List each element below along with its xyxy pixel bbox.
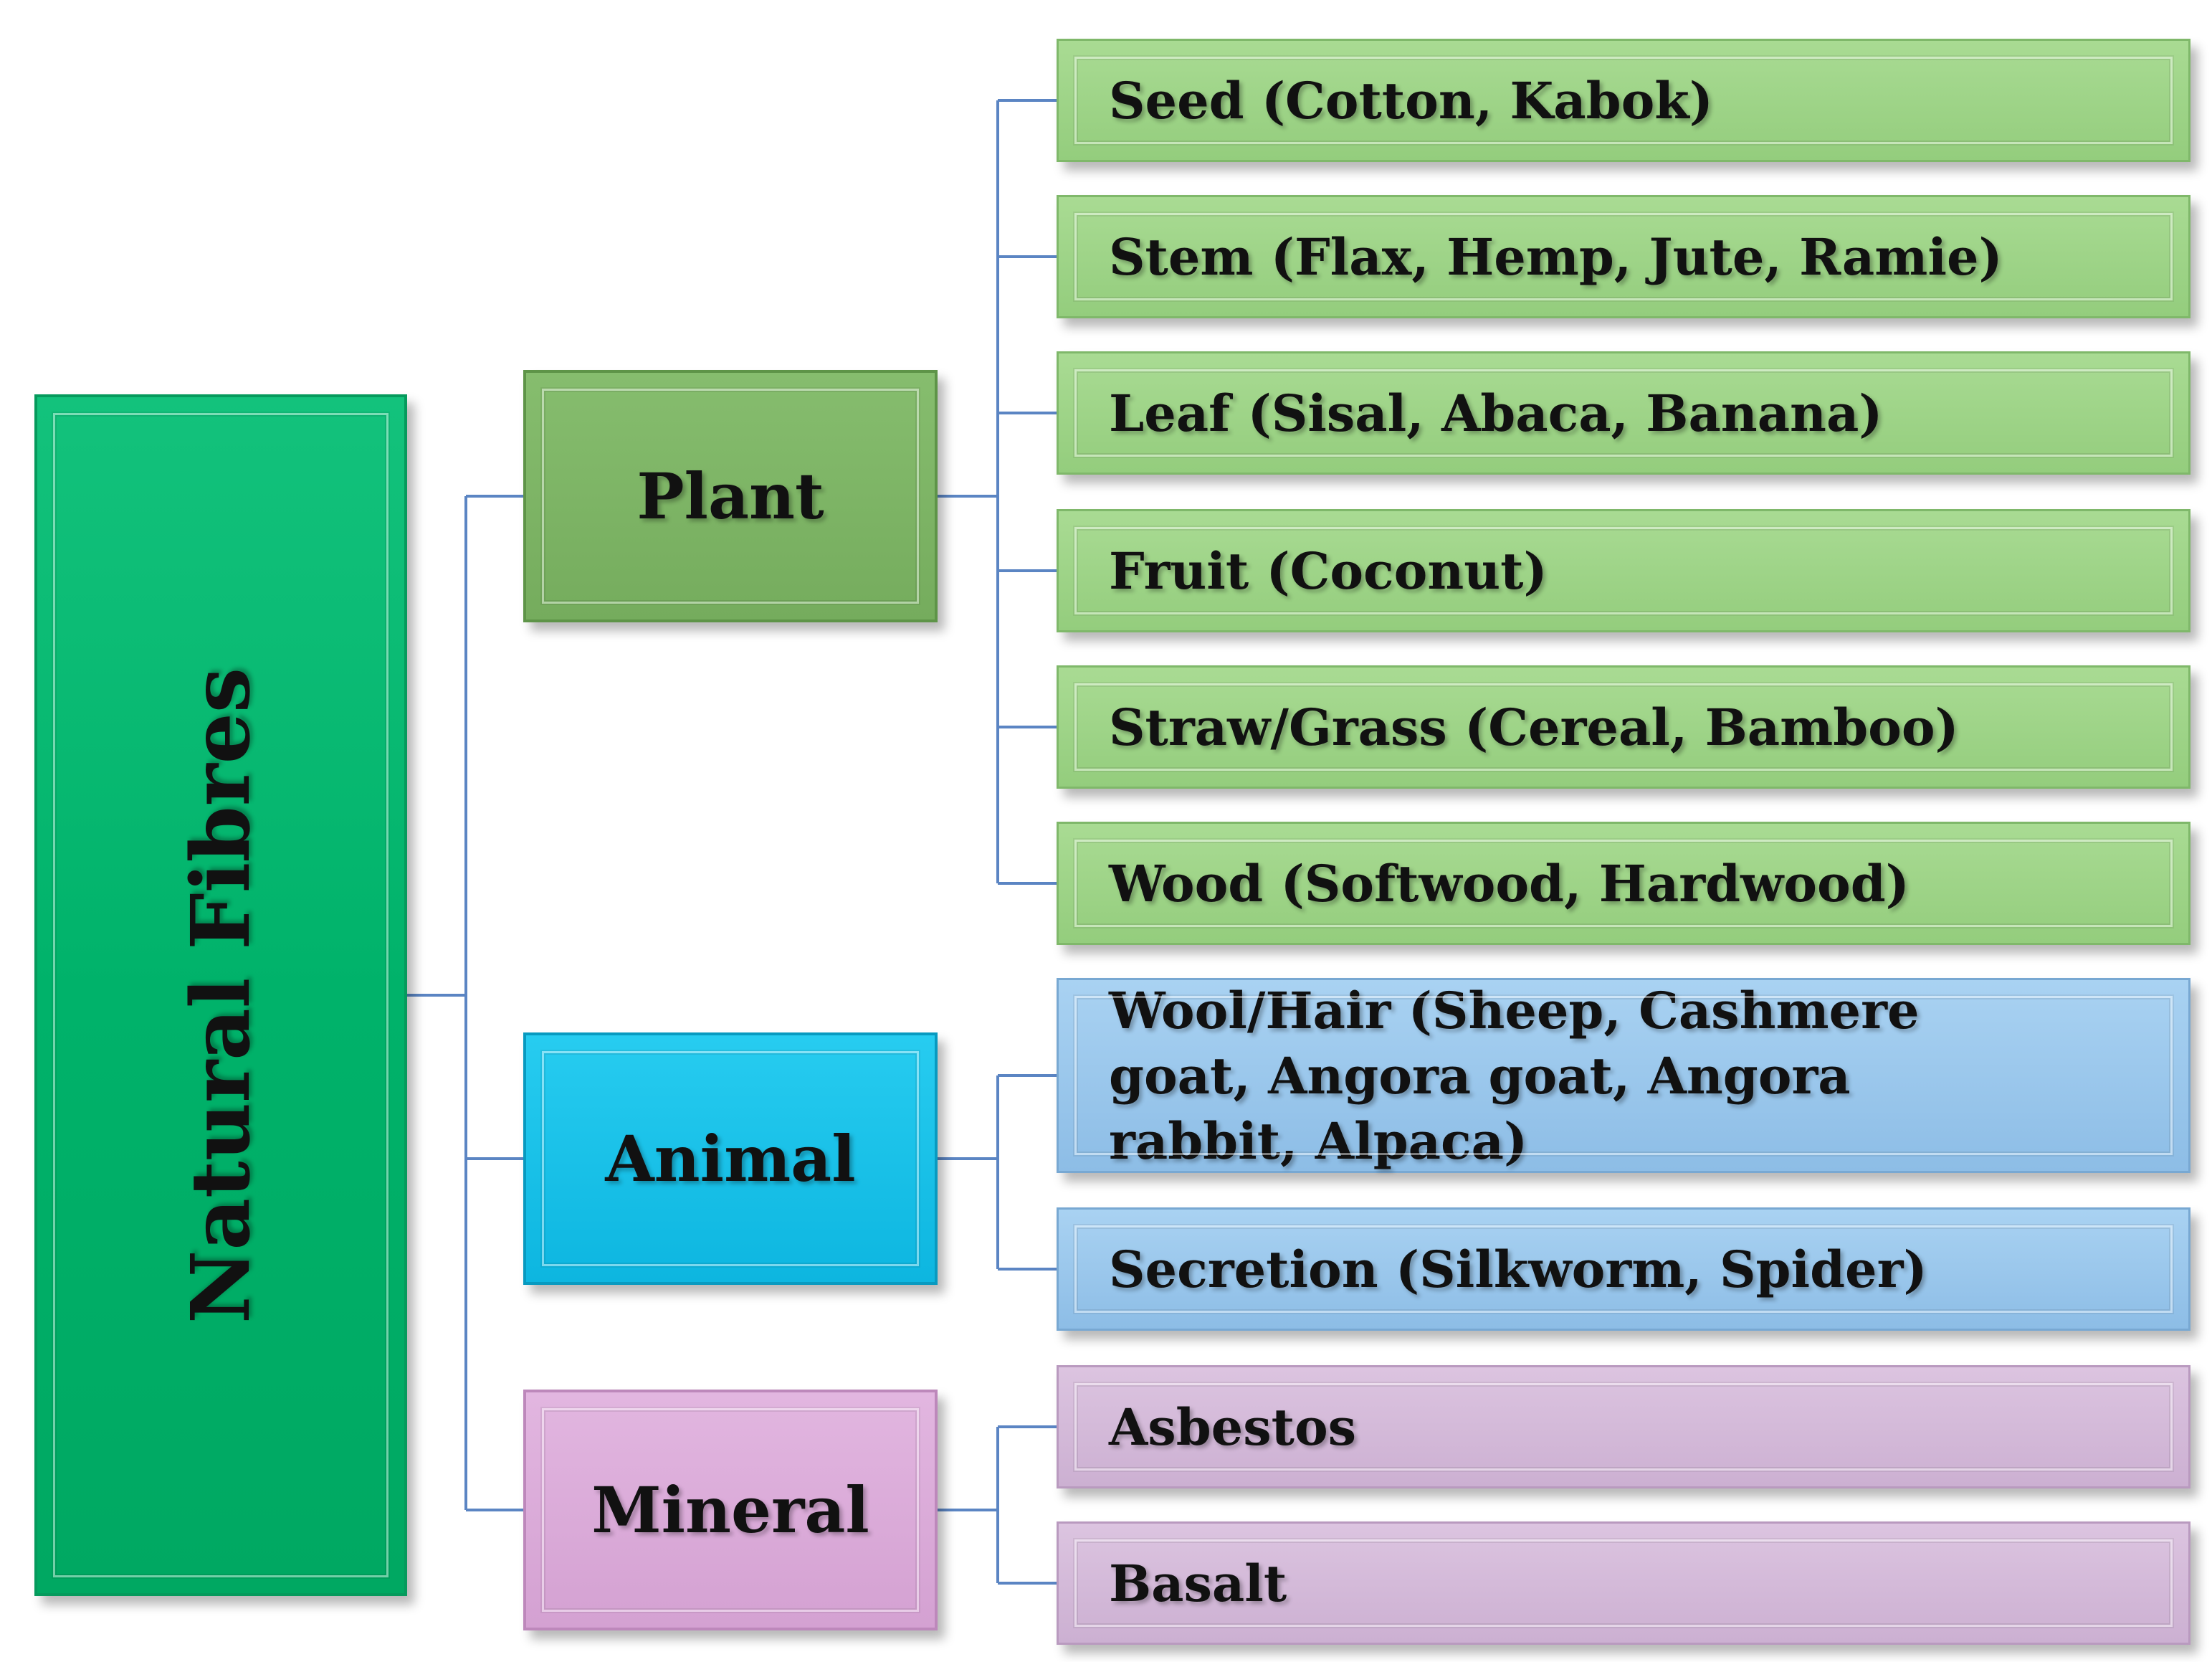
plant-item-label: Straw/Grass (Cereal, Bamboo) xyxy=(1109,697,1959,757)
plant-item-straw-grass: Straw/Grass (Cereal, Bamboo) xyxy=(1057,665,2190,789)
animal-item-secretion: Secretion (Silkworm, Spider) xyxy=(1057,1207,2190,1331)
mineral-item-basalt: Basalt xyxy=(1057,1521,2190,1645)
category-mineral: Mineral xyxy=(523,1390,938,1630)
plant-item-leaf: Leaf (Sisal, Abaca, Banana) xyxy=(1057,351,2190,475)
category-animal-label: Animal xyxy=(605,1121,856,1196)
plant-item-label: Leaf (Sisal, Abaca, Banana) xyxy=(1109,383,1883,443)
mineral-item-label: Basalt xyxy=(1109,1553,1287,1613)
root-node: Natural Fibres xyxy=(34,394,407,1596)
mineral-item-label: Asbestos xyxy=(1109,1397,1357,1457)
category-animal: Animal xyxy=(523,1032,938,1285)
animal-item-wool-hair: Wool/Hair (Sheep, Cashmere goat, Angora … xyxy=(1057,978,2190,1173)
category-plant-label: Plant xyxy=(637,459,824,533)
plant-item-label: Stem (Flax, Hemp, Jute, Ramie) xyxy=(1109,227,2003,287)
plant-item-label: Fruit (Coconut) xyxy=(1109,541,1548,601)
plant-item-seed: Seed (Cotton, Kabok) xyxy=(1057,39,2190,162)
animal-item-label: Wool/Hair (Sheep, Cashmere goat, Angora … xyxy=(1109,980,1920,1171)
plant-item-wood: Wood (Softwood, Hardwood) xyxy=(1057,822,2190,945)
plant-item-label: Seed (Cotton, Kabok) xyxy=(1109,70,1713,130)
animal-item-label: Secretion (Silkworm, Spider) xyxy=(1109,1239,1927,1299)
plant-item-stem: Stem (Flax, Hemp, Jute, Ramie) xyxy=(1057,195,2190,318)
plant-item-fruit: Fruit (Coconut) xyxy=(1057,509,2190,632)
category-plant: Plant xyxy=(523,370,938,622)
category-mineral-label: Mineral xyxy=(591,1473,869,1547)
plant-item-label: Wood (Softwood, Hardwood) xyxy=(1109,853,1910,913)
mineral-item-asbestos: Asbestos xyxy=(1057,1365,2190,1488)
root-label: Natural Fibres xyxy=(173,667,268,1324)
